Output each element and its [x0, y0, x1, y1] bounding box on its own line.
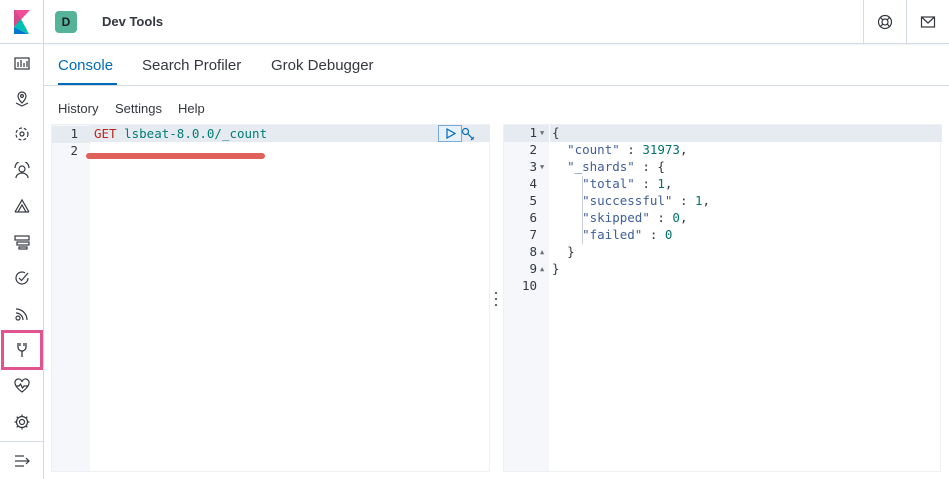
observability-icon[interactable] [7, 191, 37, 221]
line-number: 7 [529, 227, 537, 242]
line-number: 1 [52, 126, 90, 143]
active-line [550, 125, 942, 142]
json-key: "count" [567, 142, 620, 157]
line-number: 1 [529, 125, 537, 140]
json-value: 0 [664, 227, 673, 242]
response-line-3: "_shards" : { [567, 159, 665, 174]
page-title: Dev Tools [102, 14, 164, 29]
annotation-underline [86, 153, 265, 159]
line-number: 3 [529, 159, 537, 174]
fold-toggle-icon[interactable]: ▼ [540, 163, 545, 171]
json-key: "successful" [582, 193, 673, 208]
request-path: lsbeat-8.0.0/_count [124, 126, 268, 141]
side-nav [0, 0, 44, 479]
request-options-wrench-icon[interactable] [460, 126, 476, 142]
app-header: D Dev Tools [44, 0, 949, 44]
json-key: "skipped" [582, 210, 650, 225]
overview-icon[interactable] [7, 48, 37, 78]
kibana-logo-icon[interactable] [0, 0, 44, 44]
panel-resize-handle[interactable] [493, 292, 499, 306]
active-line [90, 125, 490, 142]
fleet-icon[interactable] [7, 299, 37, 329]
dev-tools-icon[interactable] [1, 330, 43, 370]
response-line-8: } [552, 244, 575, 259]
active-tab-indicator [58, 83, 117, 85]
line-number: 9 [529, 261, 537, 276]
space-avatar[interactable]: D [55, 11, 77, 33]
json-value: 31973 [642, 142, 680, 157]
fold-toggle-icon[interactable]: ▲ [540, 248, 545, 256]
help-menu[interactable]: Help [178, 101, 205, 116]
line-number: 2 [70, 143, 78, 158]
json-value: 1 [695, 193, 703, 208]
management-icon[interactable] [7, 227, 37, 257]
mail-icon[interactable] [906, 0, 949, 44]
line-number: 6 [529, 210, 537, 225]
settings-menu[interactable]: Settings [115, 101, 162, 116]
response-line-6: "skipped" : 0, [582, 210, 688, 225]
menu-collapse-icon[interactable] [0, 441, 44, 479]
fold-toggle-icon[interactable]: ▼ [540, 129, 545, 137]
help-lifebuoy-icon[interactable] [863, 0, 906, 44]
response-line-7: "failed" : 0 [582, 227, 673, 242]
history-menu[interactable]: History [58, 101, 99, 116]
json-value: 1 [657, 176, 665, 191]
request-line-1: GET lsbeat-8.0.0/_count [94, 126, 267, 141]
line-number: 4 [529, 176, 537, 191]
settings-icon[interactable] [7, 407, 37, 437]
response-output [503, 124, 942, 472]
tab-search-profiler[interactable]: Search Profiler [142, 57, 242, 74]
response-line-1: { [552, 125, 560, 140]
fold-toggle-icon[interactable]: ▲ [540, 265, 545, 273]
json-key: "_shards" [567, 159, 635, 174]
ml-icon[interactable] [7, 119, 37, 149]
response-line-5: "successful" : 1, [582, 193, 711, 208]
security-icon[interactable] [7, 156, 37, 186]
line-number: 2 [529, 142, 537, 157]
tab-grok-debugger[interactable]: Grok Debugger [271, 57, 374, 74]
line-number: 8 [529, 244, 537, 259]
tab-bar: Console Search Profiler Grok Debugger [44, 45, 949, 86]
response-gutter [504, 125, 549, 471]
response-line-4: "total" : 1, [582, 176, 673, 191]
request-editor[interactable]: 1 2 GET lsbeat-8.0.0/_count [51, 124, 490, 472]
request-gutter: 1 2 [52, 125, 90, 471]
json-key: "total" [582, 176, 635, 191]
json-key: "failed" [582, 227, 643, 242]
line-number: 10 [521, 278, 537, 293]
http-method: GET [94, 126, 117, 141]
json-value: 0 [672, 210, 680, 225]
line-number: 5 [529, 193, 537, 208]
indent-guide [582, 176, 583, 244]
response-line-9: } [552, 261, 560, 276]
tab-console[interactable]: Console [58, 57, 114, 74]
closing-brace: } [567, 244, 575, 259]
stack-monitoring-icon[interactable] [7, 371, 37, 401]
maps-icon[interactable] [7, 84, 37, 114]
uptime-icon[interactable] [7, 263, 37, 293]
response-line-2: "count" : 31973, [567, 142, 688, 157]
send-request-button[interactable] [438, 125, 462, 142]
